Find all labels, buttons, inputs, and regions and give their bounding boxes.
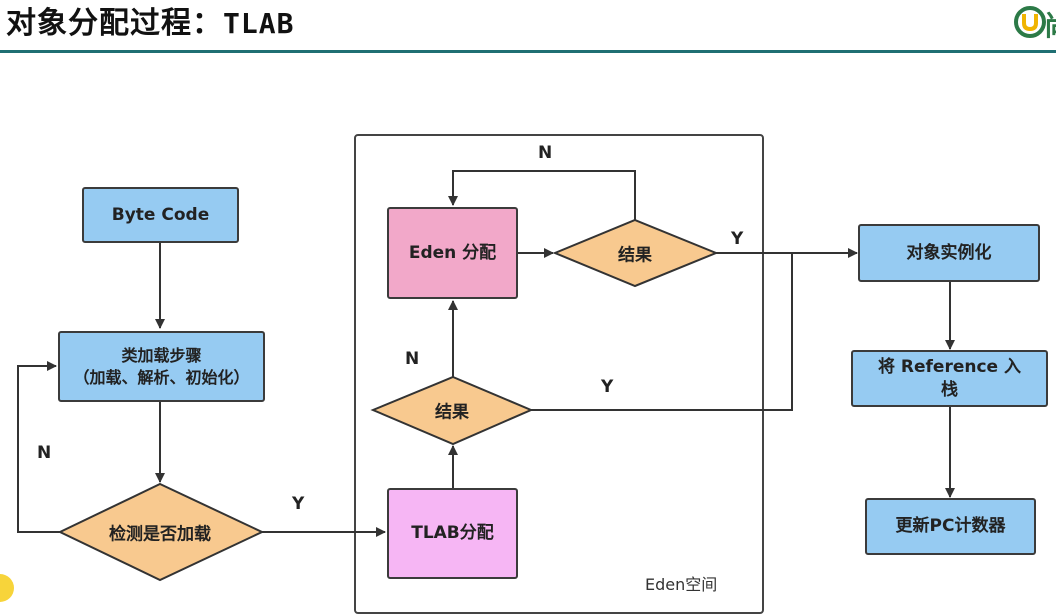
edge-label-n-middle: N bbox=[405, 349, 420, 369]
update-pc-label: 更新PC计数器 bbox=[895, 516, 1006, 537]
class-loading-label-2: （加载、解析、初始化） bbox=[73, 367, 250, 387]
push-reference-box: 将 Reference 入 栈 bbox=[851, 350, 1048, 407]
edge-result-n-loop bbox=[448, 170, 636, 220]
logo-text: 尚 bbox=[1044, 4, 1056, 44]
flow-connectors bbox=[17, 170, 955, 582]
result-upper-label: 结果 bbox=[618, 245, 652, 266]
title-code: TLAB bbox=[223, 7, 295, 40]
title-cn: 对象分配过程： bbox=[6, 6, 223, 41]
update-pc-box: 更新PC计数器 bbox=[865, 498, 1036, 555]
result-lower-diamond bbox=[370, 375, 534, 446]
push-reference-label-1: 将 Reference 入 bbox=[877, 356, 1021, 377]
result-upper-diamond bbox=[552, 218, 719, 288]
class-loading-label-1: 类加载步骤 bbox=[121, 345, 202, 365]
check-loaded-label: 检测是否加载 bbox=[109, 524, 211, 545]
eden-alloc-label: Eden 分配 bbox=[408, 242, 497, 263]
u-logo-icon bbox=[1014, 6, 1046, 38]
edge-label-y-upper: Y bbox=[731, 229, 744, 249]
check-loaded-diamond bbox=[57, 482, 265, 582]
instantiate-label: 对象实例化 bbox=[906, 242, 992, 263]
edge-label-y-bottom: Y bbox=[292, 494, 305, 514]
class-loading-box: 类加载步骤 （加载、解析、初始化） bbox=[58, 331, 265, 402]
instantiate-box: 对象实例化 bbox=[858, 224, 1040, 282]
edge-check-n-loop bbox=[17, 361, 60, 533]
byte-code-label: Byte Code bbox=[111, 204, 210, 225]
page-title: 对象分配过程：TLAB bbox=[6, 2, 294, 46]
result-lower-label: 结果 bbox=[435, 402, 469, 423]
byte-code-box: Byte Code bbox=[82, 187, 239, 243]
push-reference-label-2: 栈 bbox=[941, 379, 958, 400]
edge-result-y-join bbox=[531, 253, 793, 411]
header-divider bbox=[0, 50, 1056, 53]
edge-label-n-top: N bbox=[538, 143, 553, 163]
eden-alloc-box: Eden 分配 bbox=[387, 207, 518, 299]
tlab-alloc-box: TLAB分配 bbox=[387, 488, 518, 579]
tlab-alloc-label: TLAB分配 bbox=[411, 523, 494, 544]
edge-label-n-left: N bbox=[37, 443, 52, 463]
eden-space-label: Eden空间 bbox=[645, 575, 718, 594]
edge-label-y-middle: Y bbox=[601, 377, 614, 397]
